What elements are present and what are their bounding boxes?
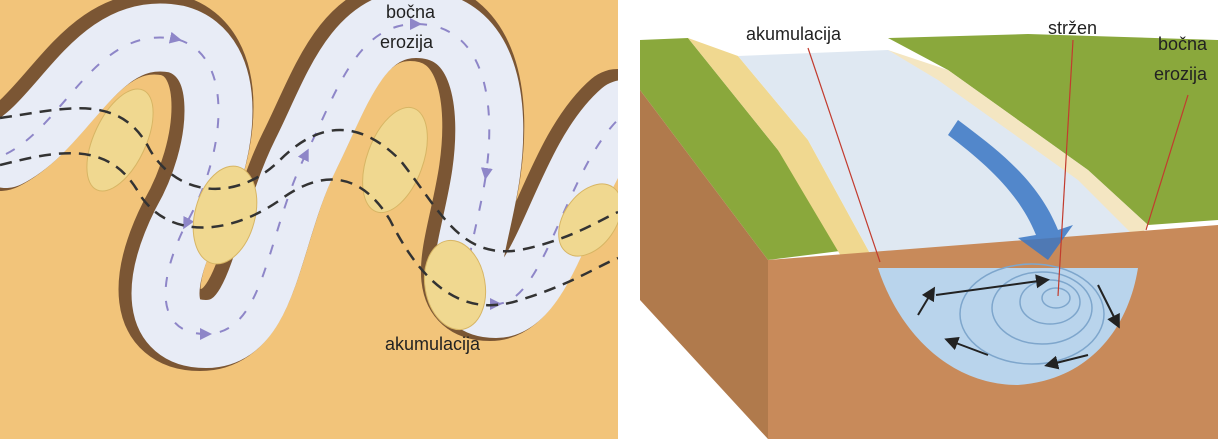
label-lateral-erosion-line1: bočna (1158, 34, 1208, 54)
label-accumulation: akumulacija (746, 24, 842, 44)
label-lateral-erosion-line2: erozija (1154, 64, 1208, 84)
label-lateral-erosion-line1: bočna (386, 2, 436, 22)
cross-section-svg: akumulacija stržen bočna erozija (618, 0, 1218, 439)
meander-plan-svg: bočna erozija akumulacija (0, 0, 618, 439)
meander-plan-view: bočna erozija akumulacija (0, 0, 618, 439)
label-lateral-erosion-line2: erozija (380, 32, 434, 52)
label-accumulation: akumulacija (385, 334, 481, 354)
label-thalweg: stržen (1048, 18, 1097, 38)
river-cross-section: akumulacija stržen bočna erozija (618, 0, 1218, 439)
